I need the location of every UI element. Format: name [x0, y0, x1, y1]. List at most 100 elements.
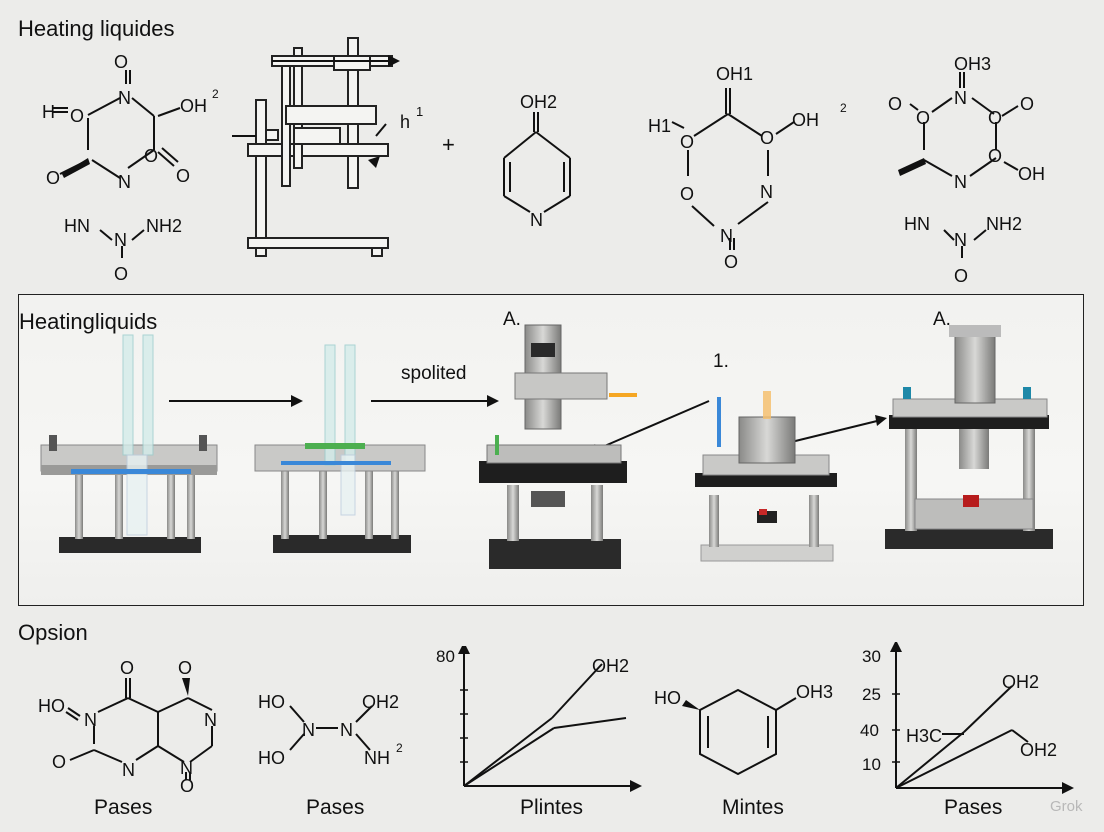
label-a-first: A. [503, 309, 521, 330]
atom: O [1020, 94, 1034, 114]
apparatus-photo-row [40, 324, 1053, 569]
atom: O [988, 108, 1002, 128]
atom: O [114, 264, 128, 284]
atom: O [180, 776, 194, 792]
atom: N [204, 710, 217, 730]
apparatus-panel: Heatingliquids A. A. 1. spolited [18, 294, 1084, 606]
apparatus-2 [254, 344, 426, 553]
curve-label: H3C [906, 726, 942, 746]
atom: O [114, 52, 128, 72]
atom: OH3 [796, 682, 833, 702]
atom: O [680, 184, 694, 204]
y-tick: 80 [436, 647, 455, 666]
caption-5: Pases [944, 796, 1003, 819]
watermark-text: Grok [1050, 798, 1083, 815]
atom: N [954, 230, 967, 250]
superscript: 2 [212, 87, 219, 101]
atom: N [530, 210, 543, 230]
section-title-bottom: Opsion [18, 620, 88, 645]
atom: N [180, 758, 193, 778]
atom: N [302, 720, 315, 740]
apparatus-mark: h [400, 112, 410, 132]
atom: HO [654, 688, 681, 708]
atom: OH2 [362, 692, 399, 712]
apparatus-drawing: h 1 [232, 37, 423, 257]
atom: O [916, 108, 930, 128]
atom: N [954, 172, 967, 192]
molecule-1: O H O N OH 2 O O N O HN N NH2 O [42, 52, 219, 284]
atom: HO [258, 748, 285, 768]
atom: OH [1018, 164, 1045, 184]
apparatus-5 [885, 325, 1053, 549]
superscript: 2 [396, 741, 403, 755]
atom: O [70, 106, 84, 126]
molecule-2: OH2 N [503, 92, 571, 230]
y-tick: 10 [862, 755, 881, 774]
caption-2: Pases [306, 796, 365, 819]
atom: O [178, 658, 192, 678]
superscript: 2 [840, 101, 847, 115]
atom: O [176, 166, 190, 186]
molecule-4: OH3 O O N O O O OH N HN N NH2 O [888, 54, 1045, 286]
atom: NH2 [146, 216, 182, 236]
atom: N [720, 226, 733, 246]
section-title-top: Heating liquides [18, 16, 175, 41]
y-tick: 25 [862, 685, 881, 704]
plus-sign: + [442, 132, 455, 157]
atom: O [120, 658, 134, 678]
plot-1: 80 OH2 [436, 646, 642, 792]
plot-2: 30 25 40 10 OH2 H3C OH2 [860, 642, 1074, 794]
arrow-head [875, 415, 887, 426]
atom: N [760, 182, 773, 202]
atom: O [760, 128, 774, 148]
atom: HO [38, 696, 65, 716]
atom: OH [792, 110, 819, 130]
apparatus-4 [695, 391, 837, 562]
caption-4: Mintes [722, 796, 784, 819]
caption-1: Pases [94, 796, 153, 819]
atom: O [888, 94, 902, 114]
atom: O [144, 146, 158, 166]
label-a-second: A. [933, 309, 951, 330]
atom: HO [258, 692, 285, 712]
structure-benzene: HO OH3 [654, 682, 833, 776]
atom: NH2 [986, 214, 1022, 234]
y-tick: 40 [860, 721, 879, 740]
label-one: 1. [713, 351, 729, 372]
atom: O [988, 146, 1002, 166]
arrow-head [487, 395, 499, 407]
atom: O [46, 168, 60, 188]
atom: NH [364, 748, 390, 768]
atom: HN [904, 214, 930, 234]
atom: O [680, 132, 694, 152]
atom: O [52, 752, 66, 772]
molecule-3: OH1 H1 O O OH 2 O N N O [648, 64, 847, 272]
arrow-head [291, 395, 303, 407]
caption-3: Plintes [520, 796, 584, 819]
atom: H [42, 102, 55, 122]
atom: OH2 [520, 92, 557, 112]
apparatus-1 [40, 334, 218, 553]
arrow-label: spolited [401, 363, 467, 384]
y-tick: 30 [862, 647, 881, 666]
atom: N [122, 760, 135, 780]
apparatus-3 [479, 324, 637, 569]
atom: HN [64, 216, 90, 236]
atom: N [118, 88, 131, 108]
curve-label: OH2 [592, 656, 629, 676]
atom: N [340, 720, 353, 740]
atom: N [118, 172, 131, 192]
atom: OH1 [716, 64, 753, 84]
atom: N [954, 88, 967, 108]
atom: N [114, 230, 127, 250]
atom: N [84, 710, 97, 730]
curve-label: OH2 [1020, 740, 1057, 760]
structure-hydrazine: HO OH2 N N HO NH 2 [258, 692, 403, 768]
atom: O [724, 252, 738, 272]
atom: H1 [648, 116, 671, 136]
curve-label: OH2 [1002, 672, 1039, 692]
atom: O [954, 266, 968, 286]
atom: OH [180, 96, 207, 116]
apparatus-label: 1 [416, 104, 423, 119]
section-title-middle: Heatingliquids [19, 309, 158, 334]
